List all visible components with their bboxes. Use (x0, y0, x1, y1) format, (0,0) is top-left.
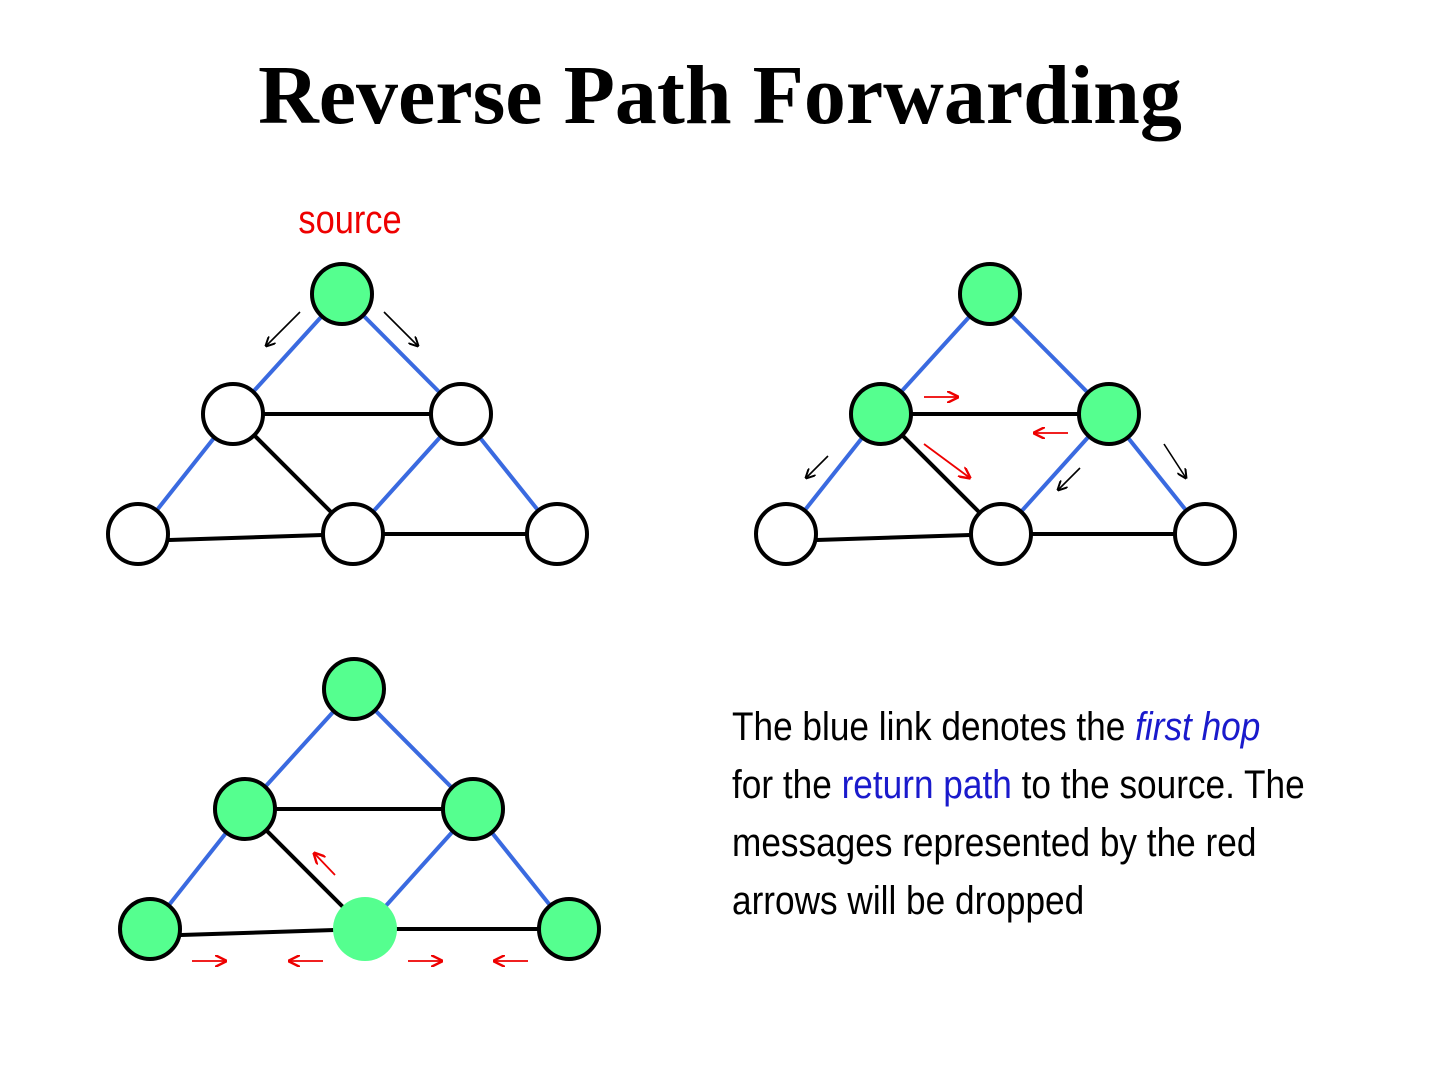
node-mid-left (213, 777, 277, 841)
node-bottom-right (525, 502, 589, 566)
caption-line-2: for the return path to the source. The (732, 756, 1339, 814)
forward-arrow (266, 311, 301, 346)
highlight-return-path: return path (841, 763, 1012, 807)
node-bottom-right (537, 897, 601, 961)
link-bottomleft-bottomcenter (149, 927, 366, 938)
network-diagram-3 (118, 657, 601, 961)
node-bottom-center (321, 502, 385, 566)
forward-arrow (1058, 467, 1081, 490)
drop-arrow (314, 853, 336, 876)
caption-line-3: messages represented by the red (732, 821, 1257, 865)
node-bottom-right (1173, 502, 1237, 566)
node-top (958, 262, 1022, 326)
highlight-first-hop: first hop (1135, 705, 1261, 749)
caption-line-4: arrows will be dropped (732, 879, 1085, 923)
link-bottomleft-bottomcenter (785, 532, 1002, 543)
forward-arrow (1163, 443, 1186, 478)
link-bottomleft-bottomcenter (137, 532, 354, 543)
caption-text: for the (732, 763, 842, 807)
node-top (310, 262, 374, 326)
node-mid-right (441, 777, 505, 841)
node-bottom-left (754, 502, 818, 566)
node-bottom-center (969, 502, 1033, 566)
drop-arrow (923, 443, 970, 478)
forward-arrow (806, 455, 829, 478)
node-mid-left (201, 382, 265, 446)
node-mid-left (849, 382, 913, 446)
node-bottom-left (106, 502, 170, 566)
caption-text: to the source. The (1011, 763, 1305, 807)
node-bottom-left (118, 897, 182, 961)
network-diagram-1 (106, 262, 589, 566)
node-bottom-center (333, 897, 397, 961)
explanation-text: The blue link denotes the first hop for … (732, 698, 1339, 930)
caption-text: The blue link denotes the (732, 705, 1136, 749)
forward-arrow (383, 311, 418, 346)
network-diagram-2 (754, 262, 1237, 566)
node-mid-right (429, 382, 493, 446)
node-top (322, 657, 386, 721)
node-mid-right (1077, 382, 1141, 446)
page-title: Reverse Path Forwarding (258, 49, 1182, 142)
caption-line-1: The blue link denotes the first hop (732, 698, 1339, 756)
source-label: source (298, 198, 402, 242)
